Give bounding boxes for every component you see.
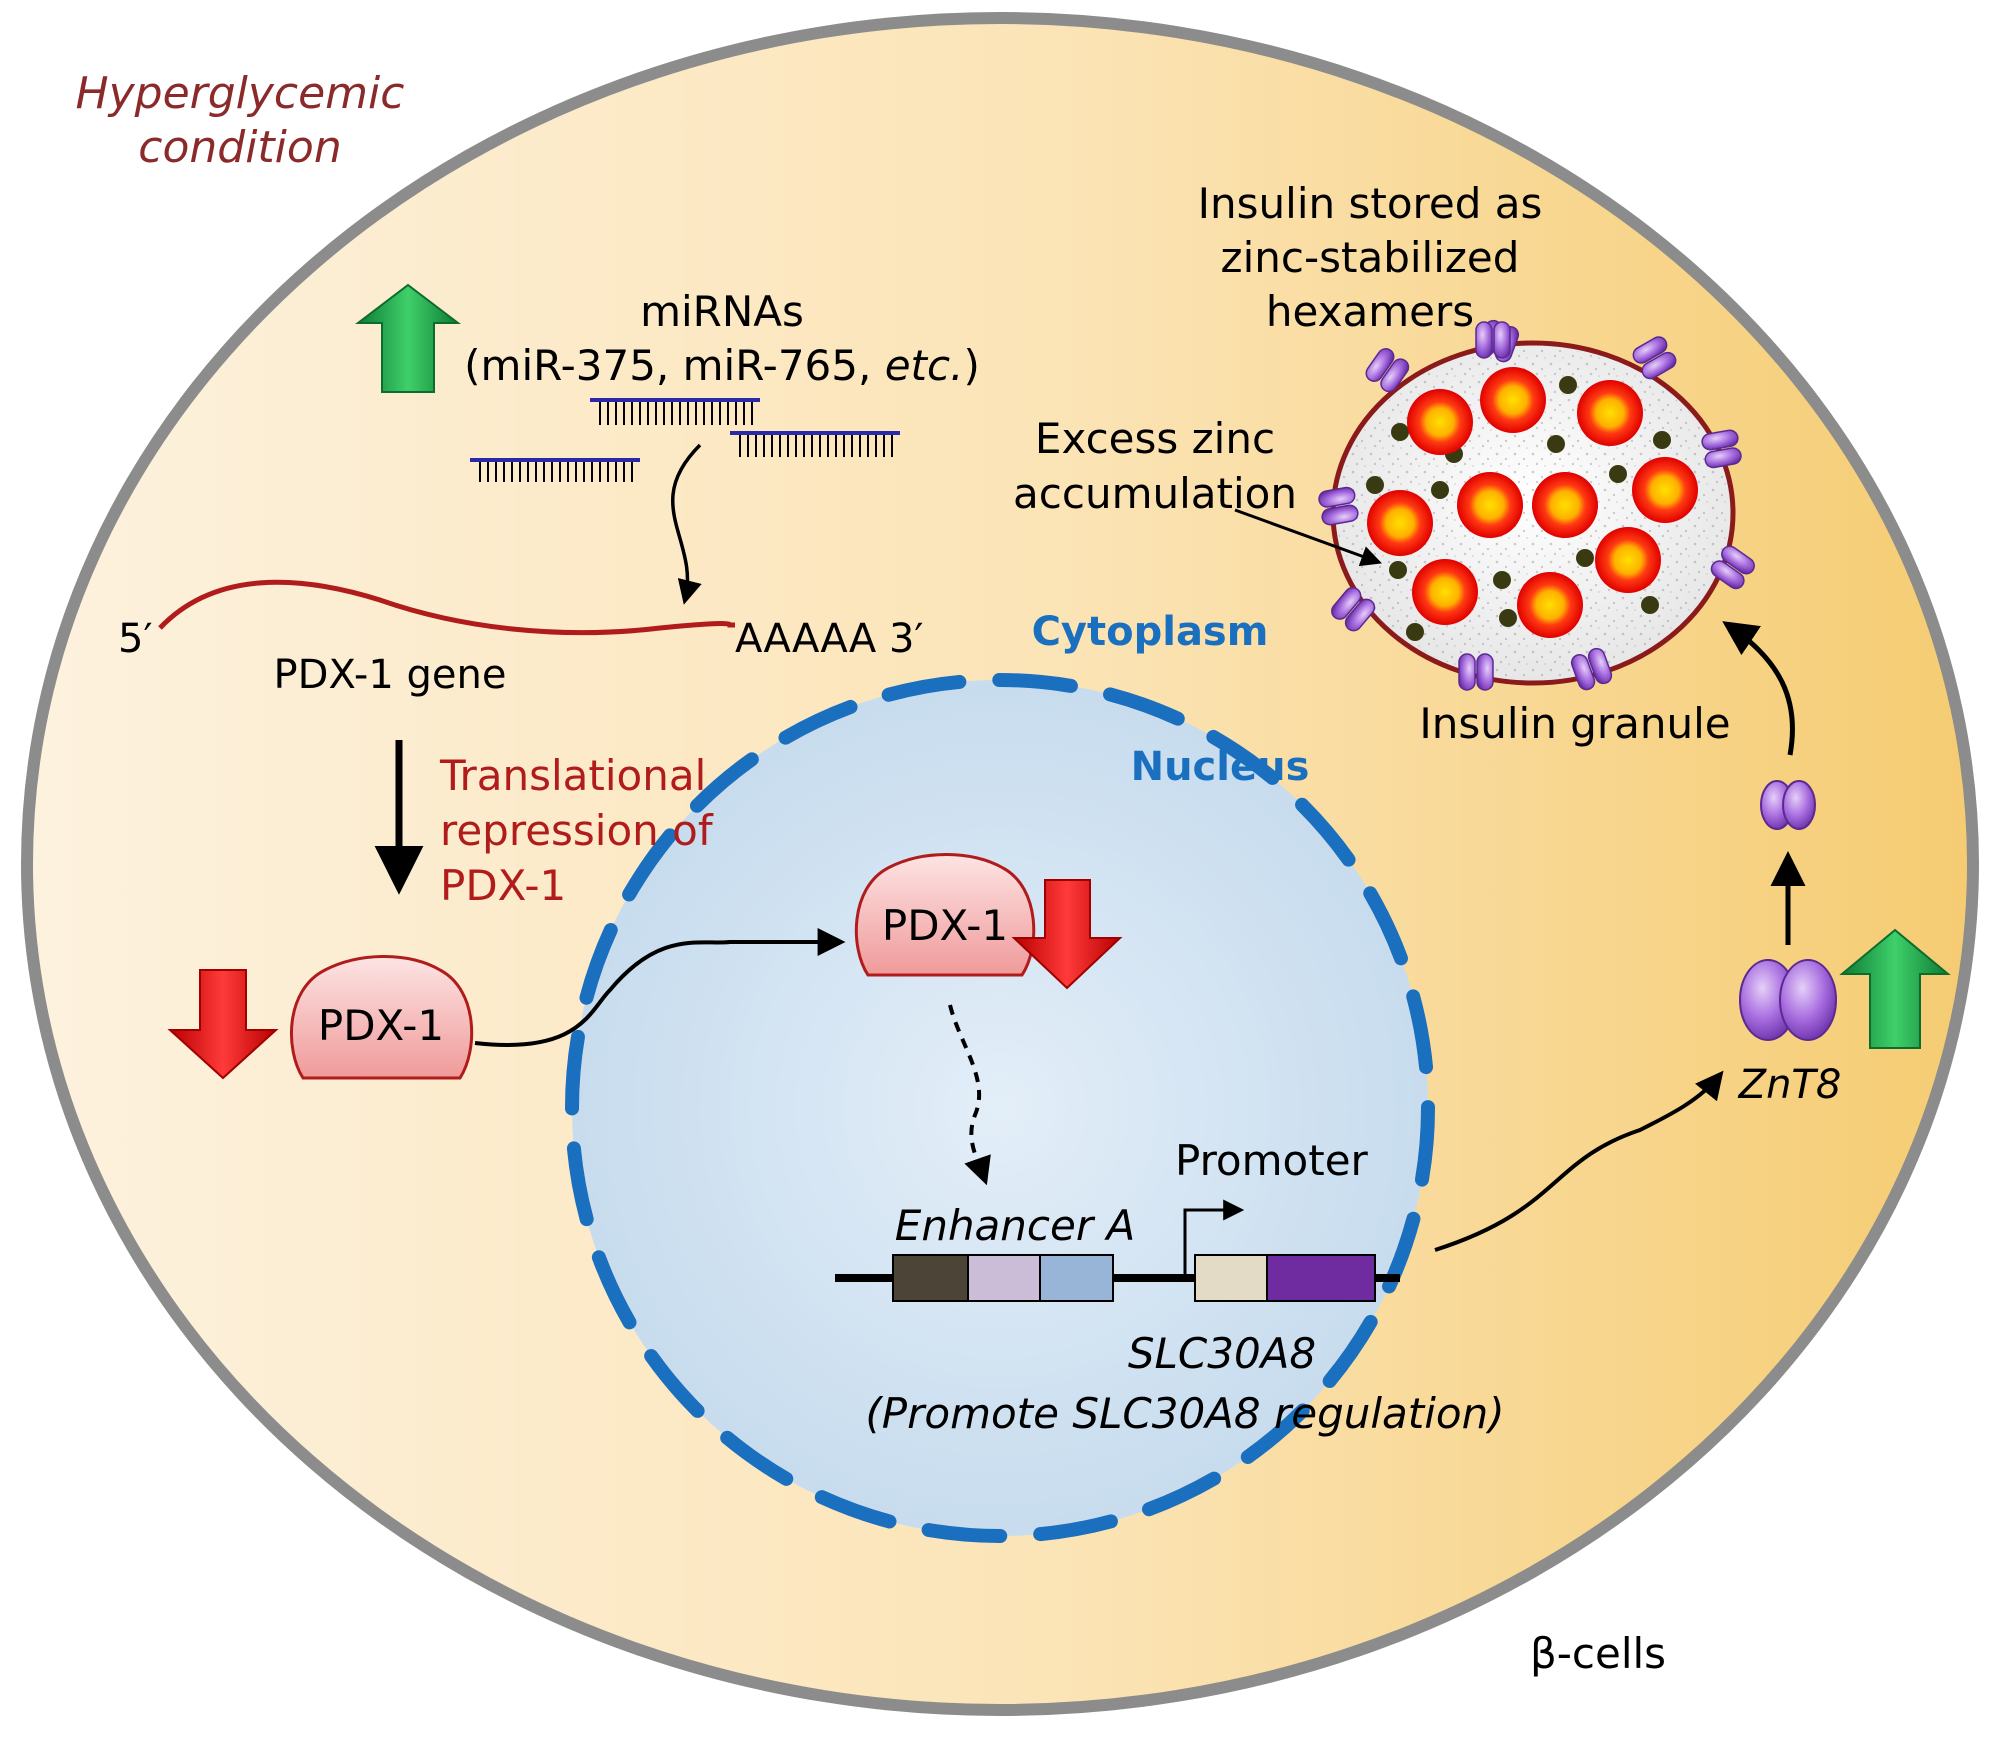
slc30a8-gene-label: SLC30A8 [1128, 1329, 1316, 1378]
pdx1-cytoplasm-protein [289, 955, 474, 1080]
znt8-dimer-vesicle [1760, 780, 1816, 830]
mirna-up-arrow [355, 283, 461, 393]
excess-zinc-line2: accumulation [1013, 469, 1297, 518]
nucleus-label: Nucleus [1131, 744, 1310, 790]
promoter-block [1194, 1254, 1268, 1302]
zinc-ions [1366, 376, 1671, 641]
slc30a8-regulation-note: (Promote SLC30A8 regulation) [865, 1389, 1504, 1438]
mirna-strand [470, 458, 640, 482]
mirna-binding-arrow [671, 443, 702, 605]
mirna-title: miRNAs [640, 287, 804, 336]
stored-insulin-line2: zinc-stabilized [1221, 233, 1520, 282]
insulin-granule-label: Insulin granule [1419, 699, 1730, 748]
pdx1-enhancer-binding-arrow [948, 1004, 991, 1186]
stored-insulin-line1: Insulin stored as [1198, 179, 1543, 228]
mrna-three-prime: AAAAA 3′ [735, 616, 924, 662]
stored-insulin-line3: hexamers [1266, 287, 1474, 336]
granule-znt8-transporters [1318, 319, 1755, 691]
insulin-hexamers [1367, 367, 1698, 638]
pdx1-cytoplasm-down-arrow [167, 969, 279, 1080]
excess-zinc-line1: Excess zinc [1035, 414, 1275, 463]
repression-line2: repression of [440, 806, 714, 855]
znt8-dimer [1739, 959, 1837, 1041]
excess-zinc-pointer-arrow [1234, 508, 1382, 567]
znt8-trafficking-arrow-2 [1722, 621, 1795, 756]
granule-znt8-transporter-top [1475, 321, 1511, 359]
repression-line1: Translational [439, 751, 706, 800]
enhancer-label: Enhancer A [895, 1201, 1135, 1250]
mrna-five-prime: 5′ [118, 616, 153, 662]
transcription-start-arrow [1183, 1199, 1245, 1278]
pdx1-nucleus-label: PDX-1 [882, 901, 1008, 950]
mirna-strand [590, 398, 760, 425]
condition-label-line2: condition [138, 122, 341, 173]
beta-cells-label: β-cells [1530, 1629, 1666, 1678]
pdx1-mrna-strand [158, 579, 735, 636]
nucleus [565, 673, 1435, 1543]
promoter-label: Promoter [1175, 1136, 1369, 1185]
pdx1-gene-label: PDX-1 gene [274, 652, 507, 698]
znt8-label: ZnT8 [1738, 1062, 1842, 1108]
znt8-up-arrow [1839, 928, 1951, 1049]
pdx1-nucleus-down-arrow [1011, 879, 1123, 990]
znt8-expression-arrow [1434, 1070, 1724, 1252]
pdx1-nuclear-import-arrow [474, 928, 846, 1047]
enhancer-block-3 [1039, 1254, 1114, 1302]
enhancer-block-2 [967, 1254, 1041, 1302]
mirna-list-suffix: ) [963, 341, 979, 390]
pdx1-cytoplasm-label: PDX-1 [318, 1001, 444, 1050]
repression-line3: PDX-1 [440, 861, 566, 910]
slc30a8-coding-block [1266, 1254, 1376, 1302]
mirna-strand [730, 431, 900, 457]
mirna-list-prefix: (miR-375, miR-765, [464, 341, 885, 390]
mirna-list: (miR-375, miR-765, etc.) [464, 341, 980, 390]
enhancer-block-1 [892, 1254, 969, 1302]
pdx1-nucleus-protein [854, 853, 1036, 977]
cytoplasm-label: Cytoplasm [1032, 609, 1269, 655]
mirna-list-etc: etc. [885, 341, 964, 390]
condition-label-line1: Hyperglycemic [76, 68, 405, 119]
